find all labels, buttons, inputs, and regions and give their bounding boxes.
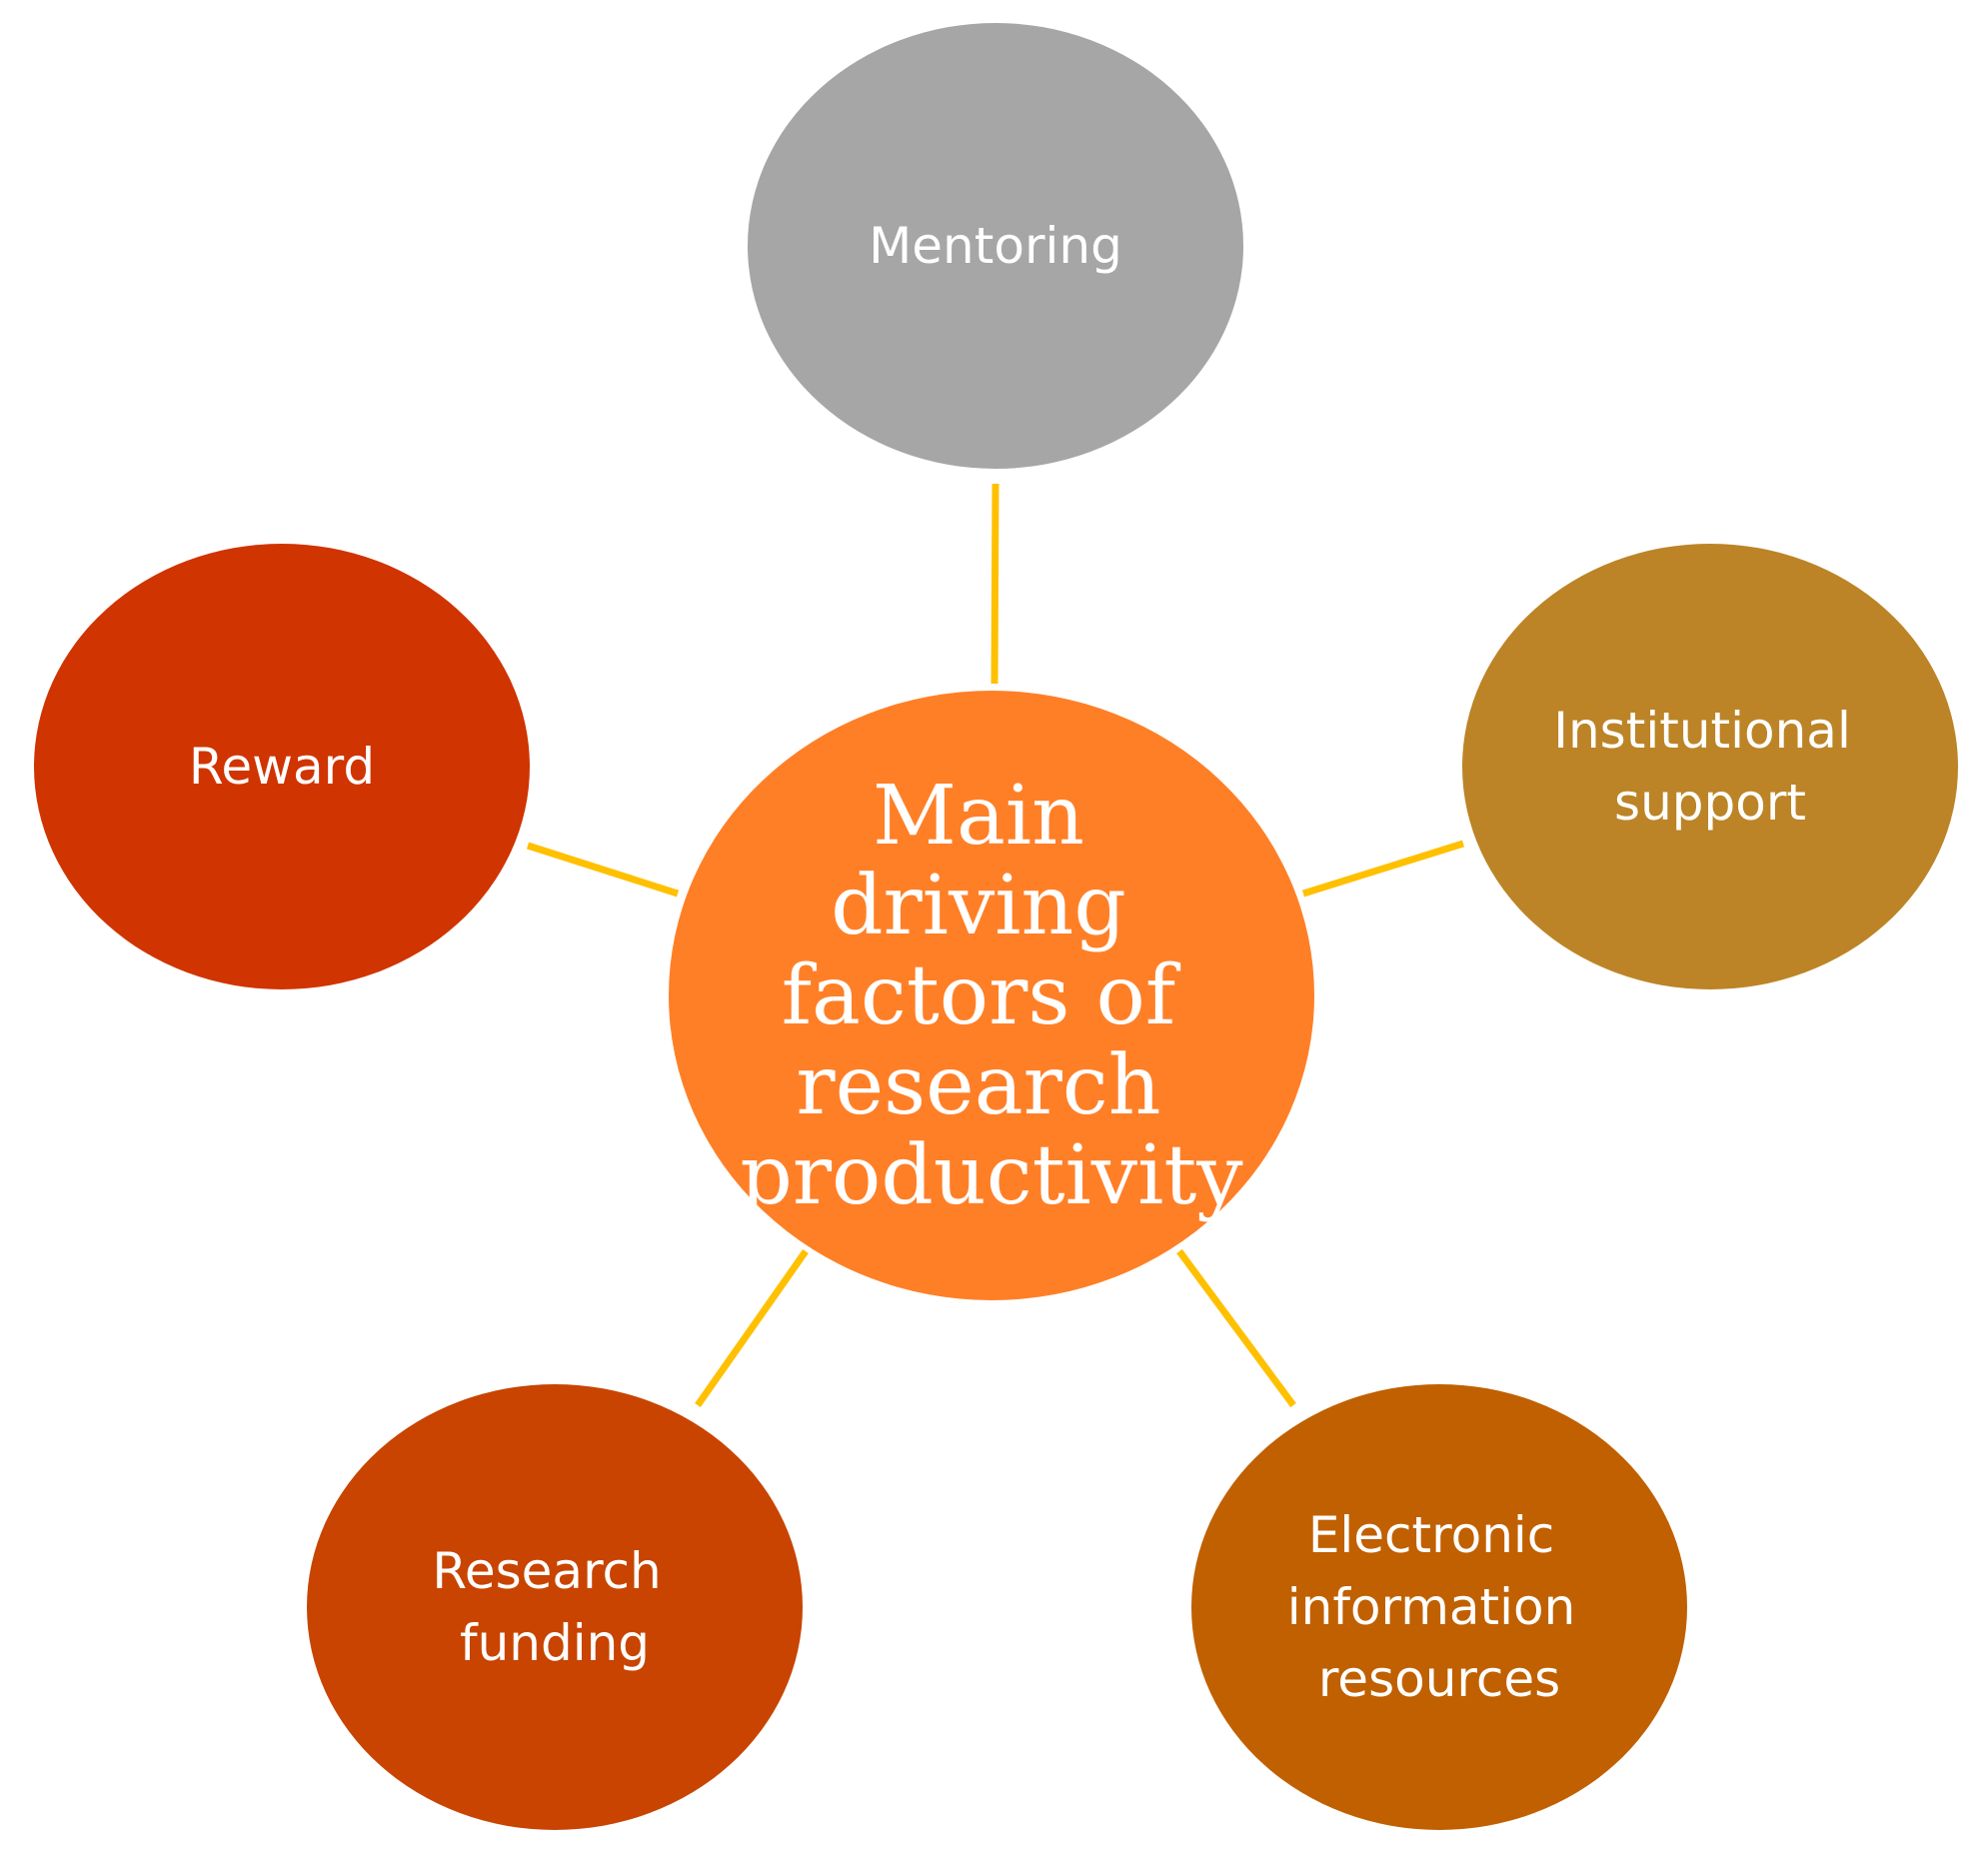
connector-institutional-support	[1301, 840, 1465, 898]
node-research-funding: Research funding	[307, 1384, 803, 1830]
node-electronic-information-resources: Electronic information resources	[1191, 1384, 1687, 1830]
svg-text:Reward: Reward	[189, 738, 375, 796]
node-electronic-information-resources-circle	[1191, 1384, 1687, 1830]
center-label-line-4: research	[796, 1038, 1160, 1133]
node-reward-circle	[34, 544, 530, 989]
node-research-funding-label-line-1: Research	[432, 1542, 661, 1600]
connector-research-funding	[695, 1248, 809, 1408]
node-mentoring-label: Mentoring	[869, 217, 1122, 275]
center-node-circle	[669, 691, 1314, 1300]
connectors	[526, 483, 1465, 1408]
svg-text:Mentoring: Mentoring	[869, 217, 1122, 275]
svg-text:Electronic information: Electronic information resources	[1287, 1506, 1591, 1708]
node-electronic-information-resources-label-line-1: Electronic	[1308, 1506, 1554, 1564]
node-reward-label: Reward	[189, 738, 375, 796]
node-institutional-support-circle	[1462, 544, 1958, 989]
center-node: Main driving factors of research product…	[669, 691, 1314, 1300]
center-label-line-3: factors of	[782, 948, 1181, 1043]
node-institutional-support-label-line-1: Institutional	[1553, 702, 1851, 760]
svg-text:Institutional support: Institutional support	[1553, 702, 1867, 832]
center-label-line-2: driving	[831, 859, 1126, 953]
center-label-line-5: productivity	[740, 1128, 1243, 1223]
svg-text:Research funding: Research funding	[432, 1542, 677, 1672]
node-institutional-support: Institutional support	[1462, 544, 1958, 989]
connector-reward	[526, 842, 680, 898]
node-research-funding-circle	[307, 1384, 803, 1830]
connector-electronic-information-resources	[1176, 1248, 1296, 1408]
connector-mentoring	[991, 483, 999, 685]
node-mentoring-circle	[748, 23, 1243, 469]
node-reward: Reward	[34, 544, 530, 989]
svg-text:Main driving facto: Main driving factors of research product…	[740, 769, 1243, 1223]
node-mentoring: Mentoring	[748, 23, 1243, 469]
node-electronic-information-resources-label-line-2: information	[1287, 1578, 1576, 1636]
node-research-funding-label-line-2: funding	[460, 1614, 650, 1672]
center-label-line-1: Main	[873, 769, 1084, 864]
node-electronic-information-resources-label-line-3: resources	[1318, 1650, 1560, 1708]
node-institutional-support-label-line-2: support	[1614, 774, 1806, 832]
